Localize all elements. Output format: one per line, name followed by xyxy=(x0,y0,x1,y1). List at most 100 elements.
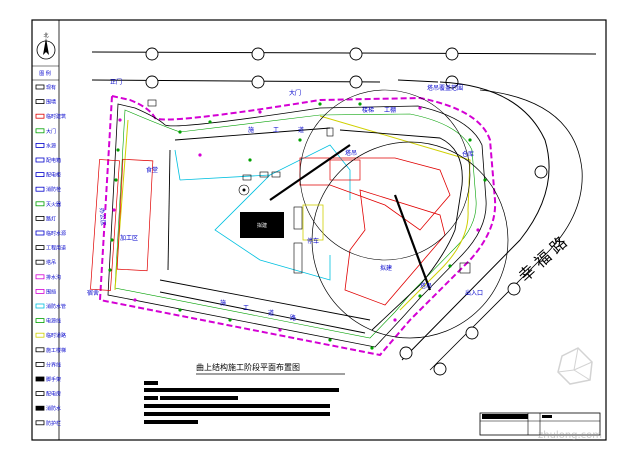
node-marker-icon xyxy=(278,328,282,332)
roadway-char-2: 工 xyxy=(243,305,249,312)
legend-symbol-icon xyxy=(35,99,45,104)
legend-row: 配电箱 xyxy=(35,157,61,164)
node-marker-icon xyxy=(358,102,362,106)
canteen-label: 食堂 xyxy=(146,166,158,174)
legend-label: 脚手架 xyxy=(46,376,61,383)
drawing-title: 曲上结构施工阶段平面布置图 xyxy=(196,362,300,372)
tree-icon xyxy=(433,362,447,376)
processing-block xyxy=(90,159,120,291)
legend-label: 临时建筑 xyxy=(46,113,66,120)
legend-label: 消防栓 xyxy=(46,186,61,193)
legend-label: 配电柜 xyxy=(46,172,61,179)
north-arrow-icon: 北 xyxy=(36,32,56,60)
site-office-block xyxy=(240,212,284,238)
legend-row: 现有 xyxy=(35,84,56,91)
notes-label: 塔吊覆盖范围 xyxy=(427,84,463,92)
legend-symbol-icon xyxy=(35,172,45,178)
parking-label: 停车 xyxy=(307,237,319,245)
legend-row: 消防水 xyxy=(35,405,61,412)
legend-row: 围墙 xyxy=(35,99,56,106)
store-label: 仓库 xyxy=(462,150,474,158)
tree-icon xyxy=(145,47,159,61)
legend-symbol-icon xyxy=(35,347,45,353)
legend-label: 电源线 xyxy=(46,318,61,325)
crane-boom-1 xyxy=(269,144,351,201)
legend-row: 水源 xyxy=(35,142,56,149)
node-marker-icon xyxy=(370,346,374,350)
title-block xyxy=(479,412,601,436)
tree-icon xyxy=(251,47,265,61)
legend-row: 电源线 xyxy=(35,318,61,325)
site-office-label: 拟建 xyxy=(257,222,267,229)
node-marker-icon xyxy=(228,318,232,322)
building-label: 拟建 xyxy=(380,264,392,272)
office-label: 办公区 xyxy=(98,207,108,226)
legend-symbol-icon xyxy=(35,215,45,221)
node-marker-icon xyxy=(318,102,322,106)
north-gate-label: 正门 xyxy=(110,78,122,86)
legend-row: 施工楼梯 xyxy=(35,347,66,354)
stair-label: 楼梯 xyxy=(362,106,374,114)
legend-symbol-icon xyxy=(35,259,45,265)
node-marker-icon xyxy=(328,338,332,342)
crane-note-label: 塔吊 xyxy=(420,282,432,290)
right-gate-label: 出入口 xyxy=(465,289,483,297)
legend-panel: 北 图 例 现有围墙临时建筑大门水源配电箱配电柜消防栓灭火器路灯临时水源工程用道… xyxy=(32,20,66,440)
legend-label: 临时道路 xyxy=(46,332,66,339)
node-marker-icon xyxy=(418,106,422,110)
legend-label: 路灯 xyxy=(46,215,56,222)
legend-label: 围挡 xyxy=(46,288,56,295)
tree-icon xyxy=(507,282,521,296)
tree-icon xyxy=(349,47,363,61)
legend-row: 塔吊 xyxy=(35,259,56,266)
legend-row: 分界线 xyxy=(35,361,61,368)
legend-label: 临时水源 xyxy=(46,230,66,237)
roadway-char-4: 路 xyxy=(290,314,296,322)
legend-symbol-icon xyxy=(35,128,45,134)
node-marker-icon xyxy=(258,110,262,114)
legend-row: 围挡 xyxy=(35,288,56,295)
legend-label: 排水沟 xyxy=(46,274,61,281)
legend-label: 分界线 xyxy=(46,361,61,368)
shed-label: 工棚 xyxy=(384,106,396,114)
legend-row: 消防栓 xyxy=(35,186,61,193)
notes-block xyxy=(144,381,339,424)
road-name-label: 幸 福 路 xyxy=(515,233,571,286)
dorm-label: 宿舍 xyxy=(87,289,99,297)
svg-text:北: 北 xyxy=(43,32,48,39)
node-marker-icon xyxy=(133,298,137,302)
node-marker-icon xyxy=(114,178,118,182)
tree-icon xyxy=(349,75,363,89)
legend-symbol-icon xyxy=(35,186,45,192)
internal-road: 施 工 道 路 施 工 道 xyxy=(159,126,463,334)
legend-row: 配电柜 xyxy=(35,172,61,179)
legend-row: 配电房 xyxy=(35,391,61,398)
site-boundary xyxy=(98,94,497,357)
tree-icon xyxy=(399,346,413,360)
small-structures xyxy=(147,99,471,274)
legend-symbol-icon xyxy=(35,420,45,426)
legend-symbol-icon xyxy=(35,332,45,338)
legend-symbol-icon xyxy=(35,230,45,236)
tree-icon xyxy=(445,47,459,61)
drawing-frame xyxy=(31,19,607,441)
crane-label: 塔吊 xyxy=(345,149,357,157)
legend-symbol-icon xyxy=(35,274,45,280)
node-marker-icon xyxy=(178,130,182,134)
legend-label: 围墙 xyxy=(46,99,56,106)
legend-symbol-icon xyxy=(35,405,45,411)
node-marker-icon xyxy=(448,264,452,268)
legend-symbol-icon xyxy=(35,318,45,324)
legend-row: 排水沟 xyxy=(35,274,61,281)
tree-icon xyxy=(465,326,479,340)
tree-icon xyxy=(534,165,548,179)
legend-row: 临时建筑 xyxy=(35,113,66,120)
legend-row: 防护栏 xyxy=(35,420,61,427)
tree-icon xyxy=(145,75,159,89)
legend-row: 工程用道 xyxy=(35,245,66,252)
node-marker-icon xyxy=(112,208,116,212)
node-marker-icon xyxy=(476,228,480,232)
node-marker-icon xyxy=(418,294,422,298)
processing-label: 加工区 xyxy=(120,234,138,242)
legend-symbol-icon xyxy=(35,84,45,90)
